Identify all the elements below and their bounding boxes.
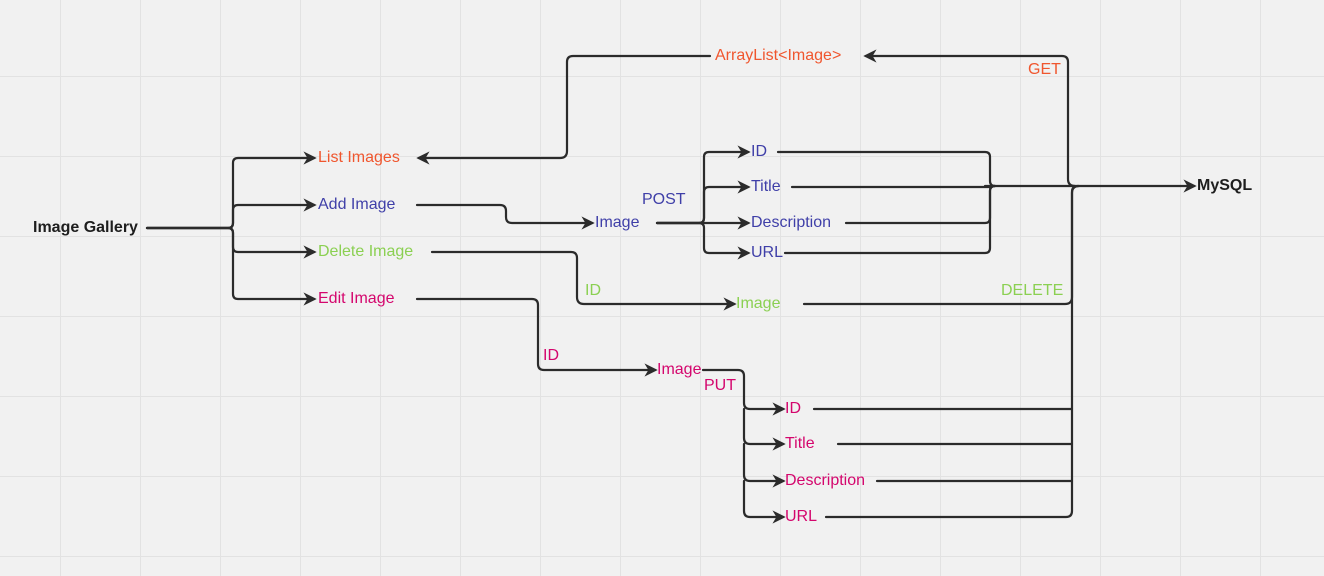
put-field-id: ID bbox=[785, 400, 801, 417]
put-fields-to-mysql-connector bbox=[824, 184, 1080, 519]
root-node-image-gallery: Image Gallery bbox=[33, 219, 138, 236]
put-image-node: Image bbox=[657, 361, 702, 378]
post-description-to-mysql-connector bbox=[844, 184, 997, 225]
put-image-to-id-connector bbox=[701, 368, 786, 416]
post-field-title: Title bbox=[751, 178, 781, 195]
put-method-label: PUT bbox=[704, 377, 736, 394]
delete-image-object-node: Image bbox=[736, 295, 781, 312]
put-image-to-description-connector bbox=[742, 442, 786, 488]
arraylist-to-list-connector bbox=[416, 54, 712, 165]
image-to-url-connector bbox=[655, 221, 751, 260]
delete-id-param-label: ID bbox=[585, 282, 601, 299]
post-field-id: ID bbox=[751, 143, 767, 160]
arraylist-image-node: ArrayList<Image> bbox=[715, 47, 842, 64]
edit-image-node: Edit Image bbox=[318, 290, 395, 307]
post-method-label: POST bbox=[642, 191, 686, 208]
put-field-title: Title bbox=[785, 435, 815, 452]
put-image-to-url-connector bbox=[742, 479, 786, 524]
edit-id-param-label: ID bbox=[543, 347, 559, 364]
add-to-image-connector bbox=[415, 203, 595, 230]
post-field-url: URL bbox=[751, 244, 784, 261]
put-field-description: Description bbox=[785, 472, 866, 489]
root-to-list-connector bbox=[145, 151, 317, 230]
delete-method-label: DELETE bbox=[1001, 282, 1064, 299]
add-image-node: Add Image bbox=[318, 196, 396, 213]
get-method-label: GET bbox=[1028, 61, 1061, 78]
root-to-add-connector bbox=[145, 198, 317, 230]
delete-image-node: Delete Image bbox=[318, 243, 414, 260]
list-images-node: List Images bbox=[318, 149, 400, 166]
post-id-to-mysql-connector bbox=[776, 150, 997, 188]
delete-to-image-connector bbox=[430, 250, 737, 311]
post-field-description: Description bbox=[751, 214, 832, 231]
post-image-node: Image bbox=[595, 214, 640, 231]
edit-to-image-connector bbox=[415, 297, 658, 377]
put-image-to-title-connector bbox=[742, 407, 786, 451]
root-to-edit-connector bbox=[145, 226, 317, 306]
put-field-url: URL bbox=[785, 508, 818, 525]
root-to-delete-connector bbox=[145, 226, 317, 259]
target-node-mysql: MySQL bbox=[1197, 177, 1253, 194]
